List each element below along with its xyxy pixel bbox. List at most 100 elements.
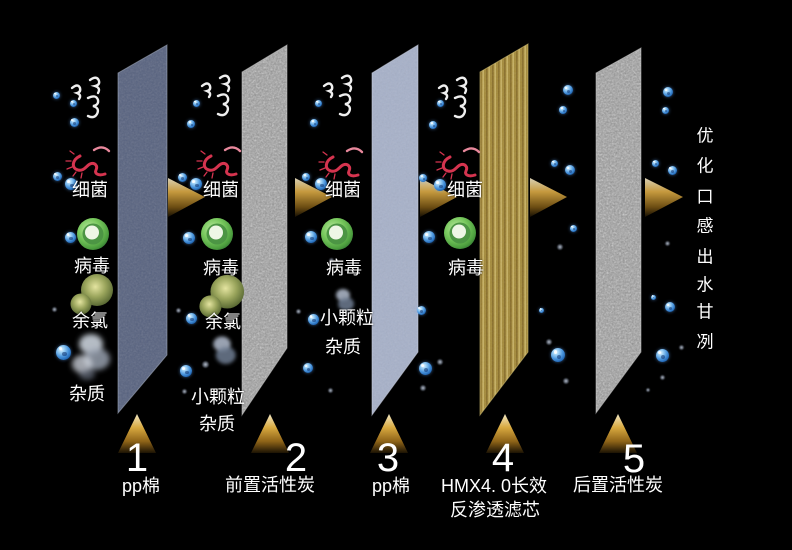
water-droplet-icon [664,240,670,246]
impurity-smoke-icon [72,334,110,380]
water-droplet-icon [655,348,669,362]
water-droplet-icon [569,224,577,232]
stage-label-2: 前置活性炭 [225,475,315,495]
water-droplet-icon [646,388,650,392]
stage-label-3: pp棉 [371,476,411,496]
chlorine-bubbles-icon [70,274,113,315]
right-arrow-icon [168,178,205,217]
water-droplet-icon [663,87,673,97]
outflow-char: 甘 [696,302,714,322]
bacteria-icon [64,145,111,180]
contaminant-label-chlorine: 余氯 [72,311,108,331]
right-arrow-icon [530,178,567,217]
water-droplet-icon [563,85,573,95]
water-droplet-icon [563,378,569,384]
water-droplet-icon [550,159,558,167]
virus-icon [444,217,476,249]
water-droplet-icon [69,99,77,107]
filter-panel-pp-1 [117,44,168,415]
water-droplet-icon [52,91,60,99]
stage-number-1: 1 [125,436,149,480]
up-arrow-icon [118,414,156,453]
bacteria-icon [434,146,481,181]
stage-number-5: 5 [622,437,646,481]
water-droplet-icon [659,374,665,380]
vapor-swirl-icon [200,74,231,117]
right-arrow-icon [645,178,683,217]
water-droplet-icon [305,231,317,243]
water-droplet-icon [55,344,71,360]
water-droplet-icon [661,106,669,114]
water-droplet-icon [65,178,77,190]
contaminant-label-bacteria: 细菌 [447,180,483,200]
water-droplet-icon [420,385,426,391]
contaminant-label-particle: 杂质 [325,337,361,357]
outflow-char: 口 [696,187,714,207]
water-droplet-icon [187,120,195,128]
contaminant-label-virus: 病毒 [74,256,110,276]
water-droplet-icon [310,119,318,127]
filter-panel-ro-4 [479,43,529,417]
water-droplet-icon [665,302,675,312]
water-droplet-icon [565,165,575,175]
contaminant-label-bacteria: 细菌 [203,180,239,200]
water-droplet-icon [192,99,200,107]
water-droplet-icon [423,231,435,243]
contaminant-label-virus: 病毒 [203,258,239,278]
water-droplet-icon [314,99,322,107]
water-droplet-icon [295,308,301,314]
stage-label-4-line1: HMX4. 0长效 [440,476,548,496]
outflow-char: 出 [696,247,714,267]
water-droplet-icon [177,172,187,182]
outflow-char: 水 [696,275,714,295]
water-droplet-icon [181,388,187,394]
small-particle-icon [213,337,236,365]
outflow-char: 化 [696,156,714,176]
contaminant-label-impurity: 杂质 [69,384,105,404]
water-droplet-icon [69,117,79,127]
water-droplet-icon [185,312,197,324]
stage-number-4: 4 [491,436,515,480]
water-droplet-icon [190,178,202,190]
outflow-char: 优 [696,126,714,146]
contaminant-label-chlorine: 余氯 [205,312,241,332]
water-droplet-icon [667,165,677,175]
stage-label-5: 后置活性炭 [573,475,663,495]
right-arrow-icon [420,178,457,217]
contaminant-label-virus: 病毒 [448,258,484,278]
water-droplet-icon [201,360,209,368]
contaminant-label-bacteria: 细菌 [72,180,108,200]
right-arrow-icon [295,178,332,217]
up-arrow-icon [599,414,637,453]
contaminant-label-particle: 小颗粒 [191,387,245,407]
water-droplet-icon [419,174,427,182]
filter-panel-pp-3 [371,44,419,417]
water-droplet-icon [307,313,319,325]
water-droplet-icon [303,363,313,373]
vapor-swirl-icon [437,76,468,119]
vapor-swirl-icon [322,74,353,117]
filter-panel-carbon-5 [595,47,642,415]
stage-number-2: 2 [284,436,308,480]
water-droplet-icon [551,348,565,362]
stage-number-3: 3 [376,436,400,480]
contaminant-label-bacteria: 细菌 [325,180,361,200]
stage-label-4-line2: 反渗透滤芯 [450,500,540,520]
up-arrow-icon [486,414,524,453]
filter-panel-carbon-2 [241,44,288,417]
contaminant-label-particle: 杂质 [199,414,235,434]
water-droplet-icon [437,359,443,365]
vapor-swirl-icon [70,76,101,119]
water-droplet-icon [650,294,656,300]
water-droplet-icon [418,361,432,375]
water-droplet-icon [429,121,437,129]
water-droplet-icon [559,106,567,114]
water-droplet-icon [315,178,327,190]
up-arrow-icon [370,414,408,453]
water-droplet-icon [538,307,544,313]
contaminant-label-particle: 小颗粒 [320,308,374,328]
water-droplet-icon [416,305,426,315]
water-droplet-icon [180,365,192,377]
